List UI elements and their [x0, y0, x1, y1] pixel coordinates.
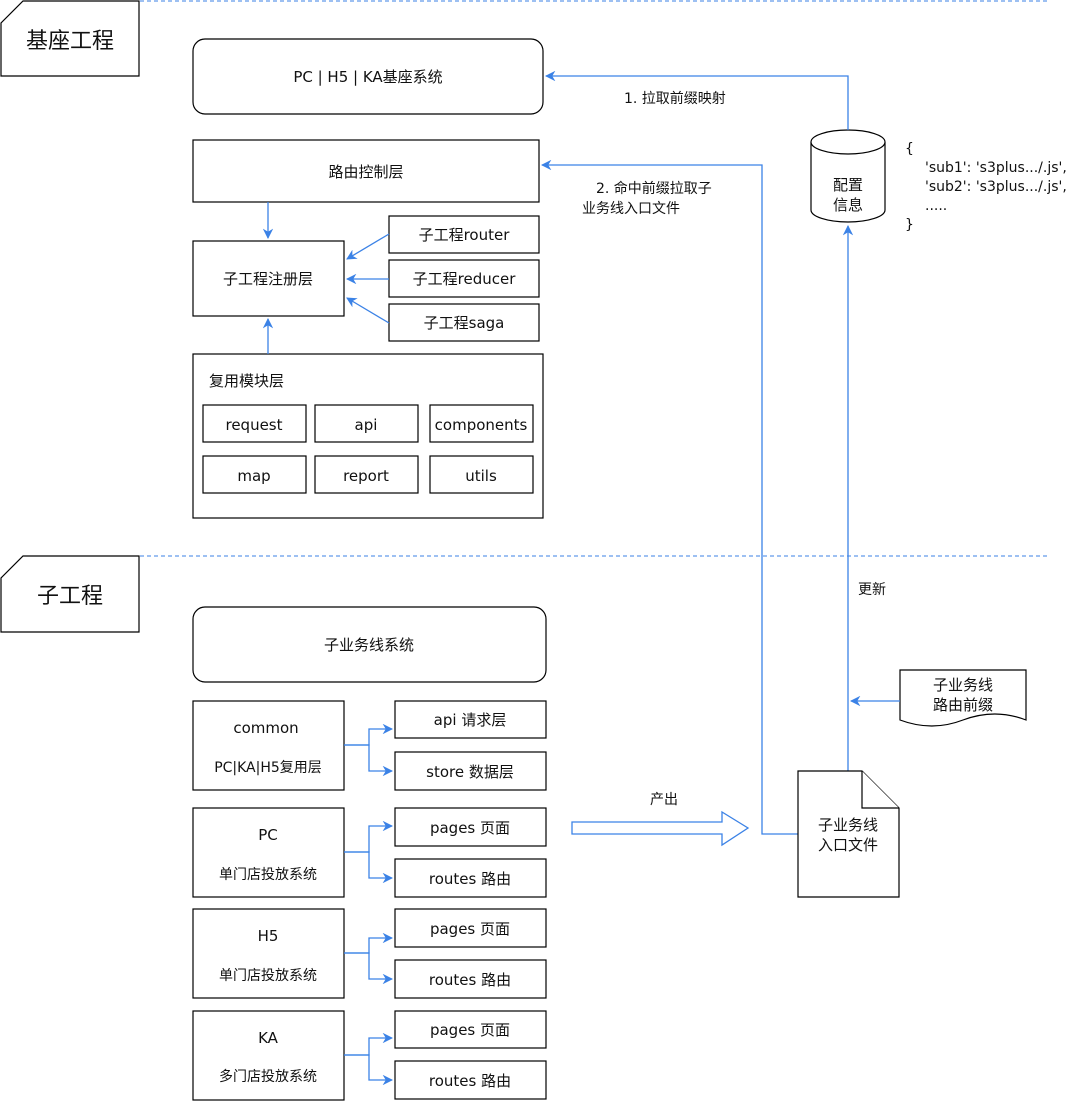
arrow-entry-to-routing	[540, 159, 798, 835]
sub-system-node: 子业务线系统	[192, 606, 547, 683]
group-title: KA	[258, 1029, 279, 1047]
group-title: H5	[258, 927, 279, 945]
sub-saga-label: 子工程saga	[424, 314, 505, 332]
group-item: routes 路由	[429, 971, 511, 989]
group-subtitle: 多门店投放系统	[219, 1068, 317, 1085]
edge-label-pull-prefix: 1. 拉取前缀映射	[624, 90, 726, 107]
config-json: { 'sub1': 's3plus.../.js', 'sub2': 's3pl…	[905, 141, 1067, 233]
routing-layer-label: 路由控制层	[328, 163, 403, 181]
sub-reducer-label: 子工程reducer	[413, 270, 517, 288]
routing-layer-node: 路由控制层	[192, 139, 540, 203]
group-h5: H5 单门店投放系统 pages 页面 routes 路由	[192, 908, 547, 999]
arrow-group-item	[344, 1032, 394, 1056]
edge-label-hit-prefix-line1: 2. 命中前缀拉取子	[596, 180, 712, 197]
sub-reducer-node: 子工程reducer	[388, 259, 540, 298]
base-system-label: PC | H5 | KA基座系统	[293, 68, 442, 86]
arrow-config-to-base-system	[544, 70, 849, 130]
arrow-group-item	[344, 744, 394, 777]
section-tab-sub: 子工程	[0, 555, 140, 633]
section-label-base: 基座工程	[26, 29, 114, 54]
arrow-saga-to-register	[346, 297, 390, 324]
prefix-document: 子业务线 路由前缀	[899, 669, 1027, 727]
group-item: store 数据层	[426, 763, 514, 781]
group-title: common	[233, 719, 298, 737]
prefix-doc-line2: 路由前缀	[933, 696, 993, 714]
group-item: api 请求层	[434, 711, 507, 729]
module-api: api	[355, 416, 378, 434]
entry-doc-line2: 入口文件	[818, 836, 878, 854]
module-utils: utils	[465, 467, 497, 485]
config-label-line1: 配置	[833, 176, 863, 194]
arrow-group-item	[344, 820, 394, 853]
group-item: pages 页面	[430, 1021, 510, 1039]
section-label-sub: 子工程	[37, 584, 103, 609]
group-item: pages 页面	[430, 819, 510, 837]
entry-doc-line1: 子业务线	[818, 816, 878, 834]
arrow-group-item	[344, 1054, 394, 1086]
group-item: routes 路由	[429, 1072, 511, 1090]
group-ka: KA 多门店投放系统 pages 页面 routes 路由	[192, 1010, 547, 1101]
module-request: request	[225, 416, 282, 434]
sub-router-label: 子工程router	[419, 226, 511, 244]
edge-label-update: 更新	[858, 582, 886, 598]
reuse-module-layer: 复用模块层 request api components map report …	[192, 353, 544, 519]
module-components: components	[435, 416, 528, 434]
produce-arrow	[571, 810, 750, 847]
config-json-line: 'sub1': 's3plus.../.js',	[925, 160, 1067, 176]
edge-label-hit-prefix-line2: 业务线入口文件	[582, 201, 680, 217]
config-json-line: .....	[925, 198, 947, 214]
group-pc: PC 单门店投放系统 pages 页面 routes 路由	[192, 807, 547, 898]
config-json-line: 'sub2': 's3plus.../.js',	[925, 179, 1067, 195]
group-subtitle: 单门店投放系统	[219, 867, 317, 883]
entry-file-document: 子业务线 入口文件	[797, 770, 900, 898]
reuse-module-title: 复用模块层	[209, 372, 284, 390]
base-system-node: PC | H5 | KA基座系统	[192, 38, 544, 115]
arrow-group-item	[344, 851, 394, 884]
edge-label-produce: 产出	[650, 792, 678, 808]
group-subtitle: PC|KA|H5复用层	[214, 759, 322, 776]
arrow-group-item	[344, 723, 394, 746]
group-common: common PC|KA|H5复用层 api 请求层 store 数据层	[192, 700, 547, 791]
config-database: 配置 信息	[810, 129, 886, 223]
module-report: report	[343, 467, 389, 485]
config-json-line: {	[905, 141, 914, 157]
register-layer-label: 子工程注册层	[223, 270, 313, 288]
section-tab-base: 基座工程	[0, 0, 140, 77]
sub-system-label: 子业务线系统	[324, 636, 414, 654]
group-item: routes 路由	[429, 870, 511, 888]
register-layer-node: 子工程注册层	[192, 240, 345, 317]
sub-router-node: 子工程router	[388, 215, 540, 254]
module-map: map	[237, 467, 270, 485]
arrow-group-item	[344, 932, 394, 954]
config-label-line2: 信息	[833, 196, 863, 214]
config-json-line: }	[905, 217, 914, 233]
group-title: PC	[258, 826, 278, 844]
prefix-doc-line1: 子业务线	[933, 676, 993, 694]
arrow-group-item	[344, 952, 394, 985]
arrow-router-to-register	[346, 233, 390, 260]
sub-saga-node: 子工程saga	[388, 303, 540, 342]
group-item: pages 页面	[430, 920, 510, 938]
group-subtitle: 单门店投放系统	[219, 968, 317, 984]
